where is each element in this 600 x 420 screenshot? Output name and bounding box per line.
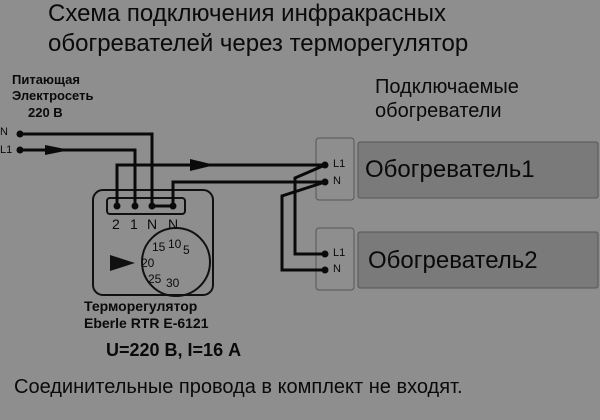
dial-5: 5 xyxy=(183,243,190,257)
thermostat-dial xyxy=(141,227,211,297)
thermostat-terminal-1: 1 xyxy=(130,216,138,232)
arrow-icon xyxy=(45,145,70,155)
thermostat-terminal-n-2: N xyxy=(168,216,179,232)
heater-1-name: Обогреватель1 xyxy=(365,156,535,183)
dial-25: 25 xyxy=(148,272,162,286)
heater-2-name: Обогреватель2 xyxy=(368,247,538,274)
supply-label-2: Электросеть xyxy=(12,88,94,103)
heater-2-l1: L1 xyxy=(333,247,346,259)
thermostat-model: Eberle RTR E-6121 xyxy=(84,315,209,331)
dial-15: 15 xyxy=(152,240,166,254)
heater-1-body xyxy=(357,141,599,199)
heaters-header-2: обогреватели xyxy=(375,100,502,122)
dial-30: 30 xyxy=(166,276,180,290)
thermostat-label: Терморегулятор xyxy=(84,298,198,314)
arrow-icon xyxy=(190,159,215,171)
thermostat-rating: U=220 В, I=16 А xyxy=(106,340,242,360)
dial-20: 20 xyxy=(141,256,155,270)
heater-2-body xyxy=(357,231,599,289)
dial-pointer-icon xyxy=(110,255,135,271)
thermostat-terminal-n-1: N xyxy=(147,216,158,232)
dial-10: 10 xyxy=(168,237,182,251)
supply-voltage: 220 В xyxy=(28,105,63,120)
thermostat-terminal-2: 2 xyxy=(112,216,120,232)
heater-1-l1: L1 xyxy=(333,158,346,170)
heater-2-terminal-block xyxy=(315,227,355,291)
title-line-1: Схема подключения инфракрасных xyxy=(48,0,446,27)
footer-note: Соединительные провода в комплект не вхо… xyxy=(14,376,463,398)
supply-label-1: Питающая xyxy=(12,72,80,87)
thermostat-terminal-strip xyxy=(106,197,186,215)
heater-1-n: N xyxy=(333,175,341,187)
supply-terminal-l1: L1 xyxy=(0,144,13,156)
supply-terminal-n: N xyxy=(0,126,8,138)
heaters-header-1: Подключаемые xyxy=(375,76,519,98)
title-line-2: обогревателей через терморегулятор xyxy=(48,30,469,57)
heater-2-n: N xyxy=(333,263,341,275)
